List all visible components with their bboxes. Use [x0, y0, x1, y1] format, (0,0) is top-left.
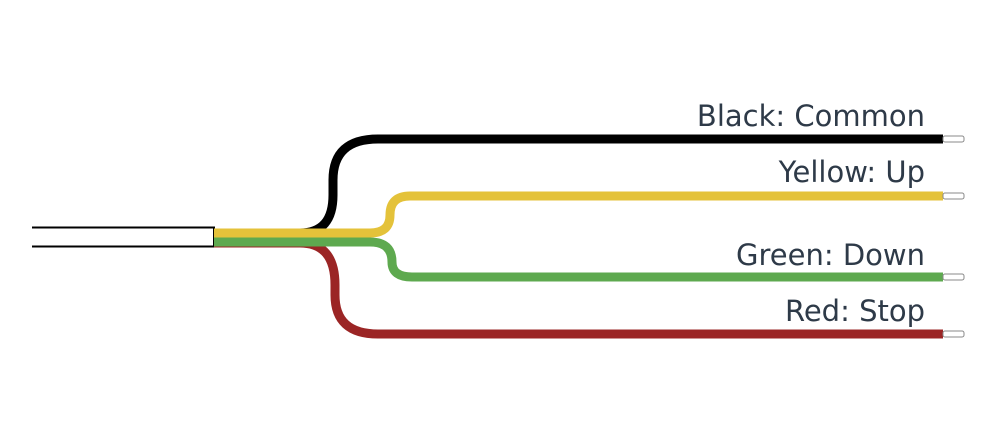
label-yellow-up: Yellow: Up	[778, 155, 925, 189]
wire-tip-green	[942, 273, 965, 281]
wire-tip-red	[942, 330, 965, 338]
wire-yellow	[214, 191, 943, 238]
label-black-common: Black: Common	[697, 99, 925, 133]
wire-tip-black	[942, 135, 965, 143]
wire-green	[214, 237, 943, 282]
label-red-stop: Red: Stop	[785, 294, 925, 328]
label-green-down: Green: Down	[736, 238, 925, 272]
wire-tip-yellow	[942, 192, 965, 200]
cable-jacket	[29, 226, 215, 248]
